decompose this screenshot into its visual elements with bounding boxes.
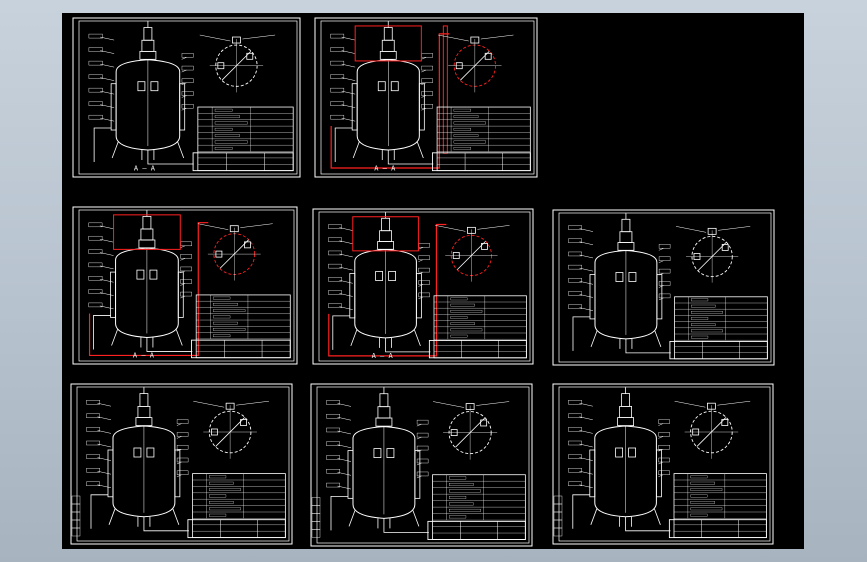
top-view-plan — [675, 226, 751, 283]
top-view-plan — [433, 401, 510, 460]
parts-table — [192, 106, 294, 172]
vessel-elevation — [88, 21, 194, 165]
top-view-plan — [674, 400, 751, 459]
highlight-outline — [88, 222, 209, 357]
vessel-elevation — [568, 387, 671, 532]
vessel-elevation — [330, 21, 434, 165]
parts-table — [427, 474, 526, 540]
highlight-outline — [330, 33, 450, 169]
drawing-sheet[interactable] — [70, 383, 293, 545]
drawing-sheet[interactable] — [310, 383, 533, 547]
cad-viewport[interactable]: A — A A — A A — A A — A — [62, 13, 804, 549]
top-view-plan — [197, 223, 273, 281]
drawing-sheet[interactable]: A — A — [72, 17, 301, 178]
parts-table — [431, 106, 531, 172]
drawing-sheet[interactable]: A — A — [312, 208, 534, 365]
section-label: A — A — [372, 352, 394, 360]
section-label: A — A — [133, 352, 155, 360]
top-view-plan — [193, 400, 269, 459]
drawing-canvas: A — A A — A A — A A — A — [70, 17, 775, 547]
top-view-plan — [199, 34, 276, 93]
vessel-elevation — [88, 210, 193, 352]
parts-table — [669, 296, 768, 360]
vessel-elevation — [86, 387, 189, 532]
section-label: A — A — [374, 165, 396, 173]
vessel-elevation — [326, 387, 429, 533]
parts-table — [428, 295, 527, 359]
drawing-sheet[interactable]: A — A — [314, 17, 538, 178]
parts-table — [191, 294, 291, 359]
vessel-elevation — [328, 212, 431, 353]
parts-table — [187, 473, 286, 539]
drawing-sheet[interactable] — [552, 209, 775, 366]
top-view-plan — [435, 225, 510, 282]
section-label: A — A — [134, 165, 156, 173]
vessel-elevation — [568, 213, 671, 354]
drawing-sheet[interactable] — [552, 383, 774, 545]
drawing-sheet[interactable]: A — A — [72, 206, 298, 365]
parts-table — [668, 473, 767, 539]
highlight-outline — [328, 223, 447, 357]
top-view-plan — [438, 34, 514, 93]
